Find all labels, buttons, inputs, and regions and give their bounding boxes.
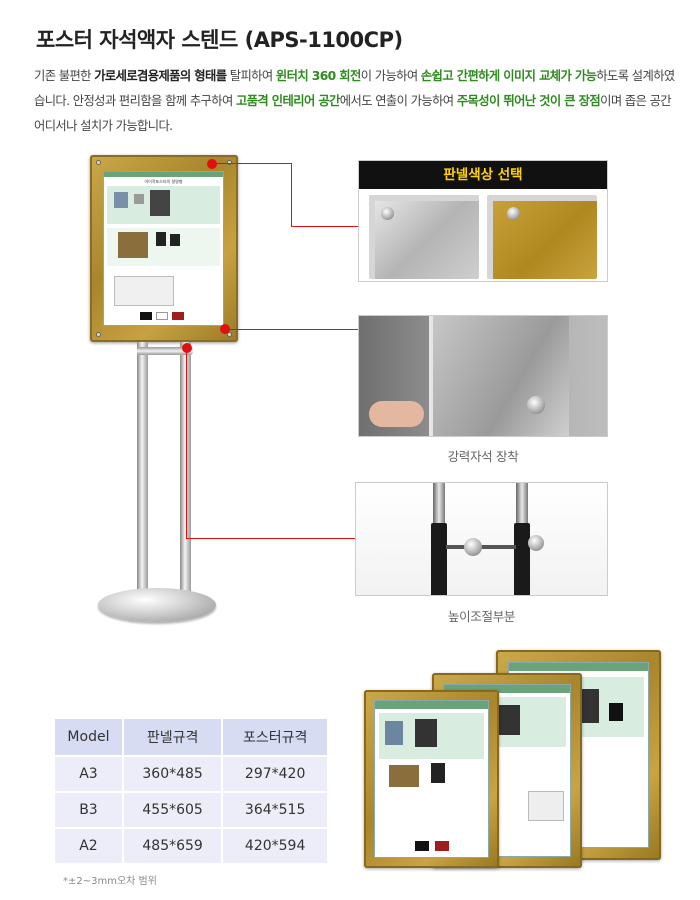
table-row: B3 455*605 364*515 bbox=[55, 793, 327, 827]
spec-panel-size: 360*485 bbox=[121, 757, 222, 791]
leader-line bbox=[230, 329, 358, 330]
poster-diagram bbox=[528, 791, 564, 821]
leader-line bbox=[291, 226, 358, 227]
spec-model: A2 bbox=[55, 829, 122, 863]
stand-crossbar bbox=[137, 347, 193, 355]
spec-poster-size: 364*515 bbox=[221, 793, 327, 827]
intro-text: 에서도 연출이 가능하여 bbox=[339, 94, 457, 108]
height-detail-photo bbox=[355, 482, 608, 596]
screw-icon bbox=[96, 160, 101, 165]
poster-thumb bbox=[156, 232, 166, 246]
intro-highlight: 주목성이 뛰어난 것이 큰 장점 bbox=[456, 94, 601, 108]
magnet-caption: 강력자석 장착 bbox=[447, 449, 519, 464]
tolerance-note: *±2~3mm오차 범위 bbox=[63, 876, 157, 887]
stand-panel-frame: 아이작포스터의 설명형 bbox=[90, 155, 238, 342]
screw-icon bbox=[96, 332, 101, 337]
poster-thumb bbox=[431, 763, 445, 783]
adjust-knob-icon bbox=[528, 535, 544, 551]
spec-table: Model 판넬규격 포스터규격 A3 360*485 297*420 B3 4… bbox=[55, 717, 327, 865]
poster-thumb bbox=[389, 765, 419, 787]
poster-thumb bbox=[170, 234, 180, 246]
screw-icon bbox=[227, 332, 232, 337]
swatch-gold bbox=[487, 195, 597, 279]
spec-poster-size: 297*420 bbox=[221, 757, 327, 791]
poster-thumb bbox=[415, 719, 437, 747]
poster-thumb bbox=[385, 721, 403, 745]
poster-thumb bbox=[114, 192, 128, 208]
spec-header-poster: 포스터규격 bbox=[221, 719, 327, 755]
color-chip bbox=[415, 841, 429, 851]
magnet-detail-photo bbox=[358, 315, 608, 437]
spec-poster-size: 420*594 bbox=[221, 829, 327, 863]
table-row: A2 485*659 420*594 bbox=[55, 829, 327, 863]
stand-pole bbox=[180, 342, 191, 592]
magnet-knob-icon bbox=[381, 207, 394, 220]
spec-panel-size: 485*659 bbox=[121, 829, 222, 863]
poster-thumb bbox=[150, 190, 170, 216]
leader-line bbox=[186, 538, 355, 539]
color-chip bbox=[140, 312, 152, 320]
callout-dot bbox=[220, 324, 230, 334]
leader-line bbox=[291, 163, 292, 226]
magnet-knob-icon bbox=[527, 396, 545, 414]
intro-text: 기존 불편한 bbox=[34, 69, 95, 83]
spec-panel-size: 455*605 bbox=[121, 793, 222, 827]
intro-highlight: 손쉽고 간편하게 이미지 교체가 가능 bbox=[420, 69, 597, 83]
callout-dot bbox=[182, 343, 192, 353]
stand-poster: 아이작포스터의 설명형 bbox=[103, 171, 224, 326]
intro-text: 이 가능하여 bbox=[360, 69, 421, 83]
poster-diagram bbox=[114, 276, 174, 306]
screw-icon bbox=[227, 160, 232, 165]
panel-a3 bbox=[364, 690, 499, 868]
spec-header-model: Model bbox=[55, 719, 122, 755]
panel-color-label: 판넬색상 선택 bbox=[443, 167, 523, 183]
arrow-icon bbox=[134, 194, 144, 204]
color-chip bbox=[172, 312, 184, 320]
poster-heading: 아이작포스터의 설명형 bbox=[144, 179, 183, 184]
intro-text: 하도록 설계하였습니다. 안정성과 편리함을 함께 추구하여 bbox=[34, 69, 675, 108]
magnet-knob-icon bbox=[507, 207, 520, 220]
leader-line bbox=[213, 163, 291, 164]
stand-base bbox=[98, 588, 216, 622]
spec-model: B3 bbox=[55, 793, 122, 827]
callout-dot bbox=[207, 159, 217, 169]
color-chip bbox=[156, 312, 168, 320]
poster-thumb bbox=[609, 703, 623, 721]
intro-paragraph: 기존 불편한 가로세로겸용제품의 형태를 탈피하여 윈터치 360 회전이 가능… bbox=[34, 64, 684, 139]
intro-text: 탈피하여 bbox=[226, 69, 276, 83]
adjust-knob-icon bbox=[464, 538, 482, 556]
spec-header-panel: 판넬규격 bbox=[121, 719, 222, 755]
finger-illustration bbox=[369, 401, 424, 427]
page-title: 포스터 자석액자 스텐드 (APS-1100CP) bbox=[36, 28, 403, 52]
leader-line bbox=[186, 350, 187, 539]
color-chip bbox=[435, 841, 449, 851]
swatch-silver bbox=[369, 195, 479, 279]
intro-highlight: 윈터치 360 회전 bbox=[275, 69, 361, 83]
intro-emphasis: 가로세로겸용제품의 형태를 bbox=[94, 69, 227, 83]
stand-pole bbox=[137, 342, 148, 592]
height-caption: 높이조절부분 bbox=[447, 609, 516, 624]
panel-color-box: 판넬색상 선택 bbox=[358, 160, 608, 282]
intro-highlight: 고품격 인테리어 공간 bbox=[235, 94, 340, 108]
spec-model: A3 bbox=[55, 757, 122, 791]
table-row: A3 360*485 297*420 bbox=[55, 757, 327, 791]
intro-text: 이며 좁은 공간 어디서나 설치가 가능합니다. bbox=[34, 94, 672, 133]
poster-thumb bbox=[118, 232, 148, 258]
